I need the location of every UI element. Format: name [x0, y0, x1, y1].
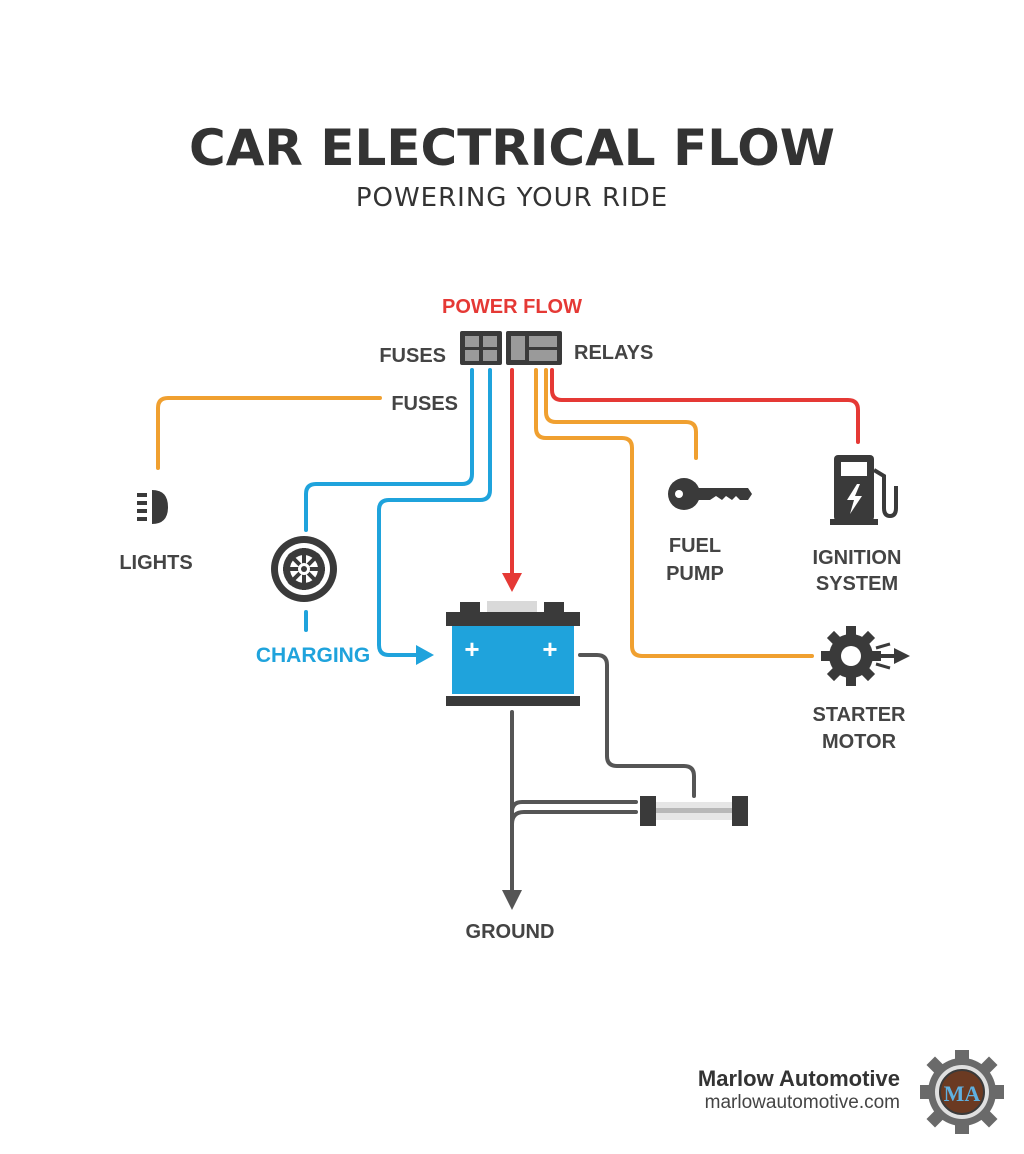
headlight-icon [137, 490, 168, 524]
brand-name: Marlow Automotive [698, 1066, 900, 1091]
starter-label-line2: MOTOR [822, 731, 897, 753]
power-arrowhead [502, 573, 522, 592]
wire-starter [534, 368, 814, 658]
charging-label: CHARGING [256, 644, 370, 667]
lights-label: LIGHTS [119, 552, 192, 574]
page-subtitle: POWERING YOUR RIDE [356, 183, 668, 213]
ground-label: GROUND [466, 921, 555, 943]
wire-ground-branch [510, 800, 638, 814]
fuses-top-label: FUSES [379, 345, 446, 367]
wire-lights [156, 396, 382, 470]
ignition-label-line1: IGNITION [813, 547, 902, 569]
power-flow-label: POWER FLOW [442, 296, 582, 318]
gear-arrow-icon [821, 626, 910, 686]
charging-arrowhead [416, 645, 434, 665]
fuses-lower-label: FUSES [391, 393, 458, 415]
alternator-icon [271, 536, 337, 602]
wire-charging-battery [377, 368, 492, 657]
relay-box-icon [506, 331, 562, 365]
battery-plus-left: + [464, 634, 479, 664]
relays-label: RELAYS [574, 342, 653, 364]
inline-fuse-icon [640, 796, 748, 826]
starter-label-line1: STARTER [813, 704, 907, 726]
wire-ground-branch-lower [510, 810, 638, 826]
fuse-box-icon [460, 331, 502, 365]
brand-url: marlowautomotive.com [705, 1092, 900, 1113]
wire-charging-alternator [304, 368, 474, 532]
wire-battery-fuse [578, 653, 696, 798]
battery-icon: + + [446, 601, 580, 706]
brand-logo-text: MA [944, 1081, 981, 1106]
key-icon [668, 478, 752, 510]
ground-arrowhead [502, 890, 522, 910]
battery-plus-right: + [542, 634, 557, 664]
page-title: CAR ELECTRICAL FLOW [189, 119, 835, 177]
fuel-pump-label-line2: PUMP [666, 563, 724, 585]
fuel-pump-label-line1: FUEL [669, 535, 721, 557]
fuel-pump-icon [830, 455, 898, 525]
ignition-label-line2: SYSTEM [816, 573, 898, 595]
wire-ignition [550, 368, 860, 444]
gear-logo-icon: MA [920, 1050, 1004, 1134]
wire-fuel-pump [544, 368, 698, 460]
